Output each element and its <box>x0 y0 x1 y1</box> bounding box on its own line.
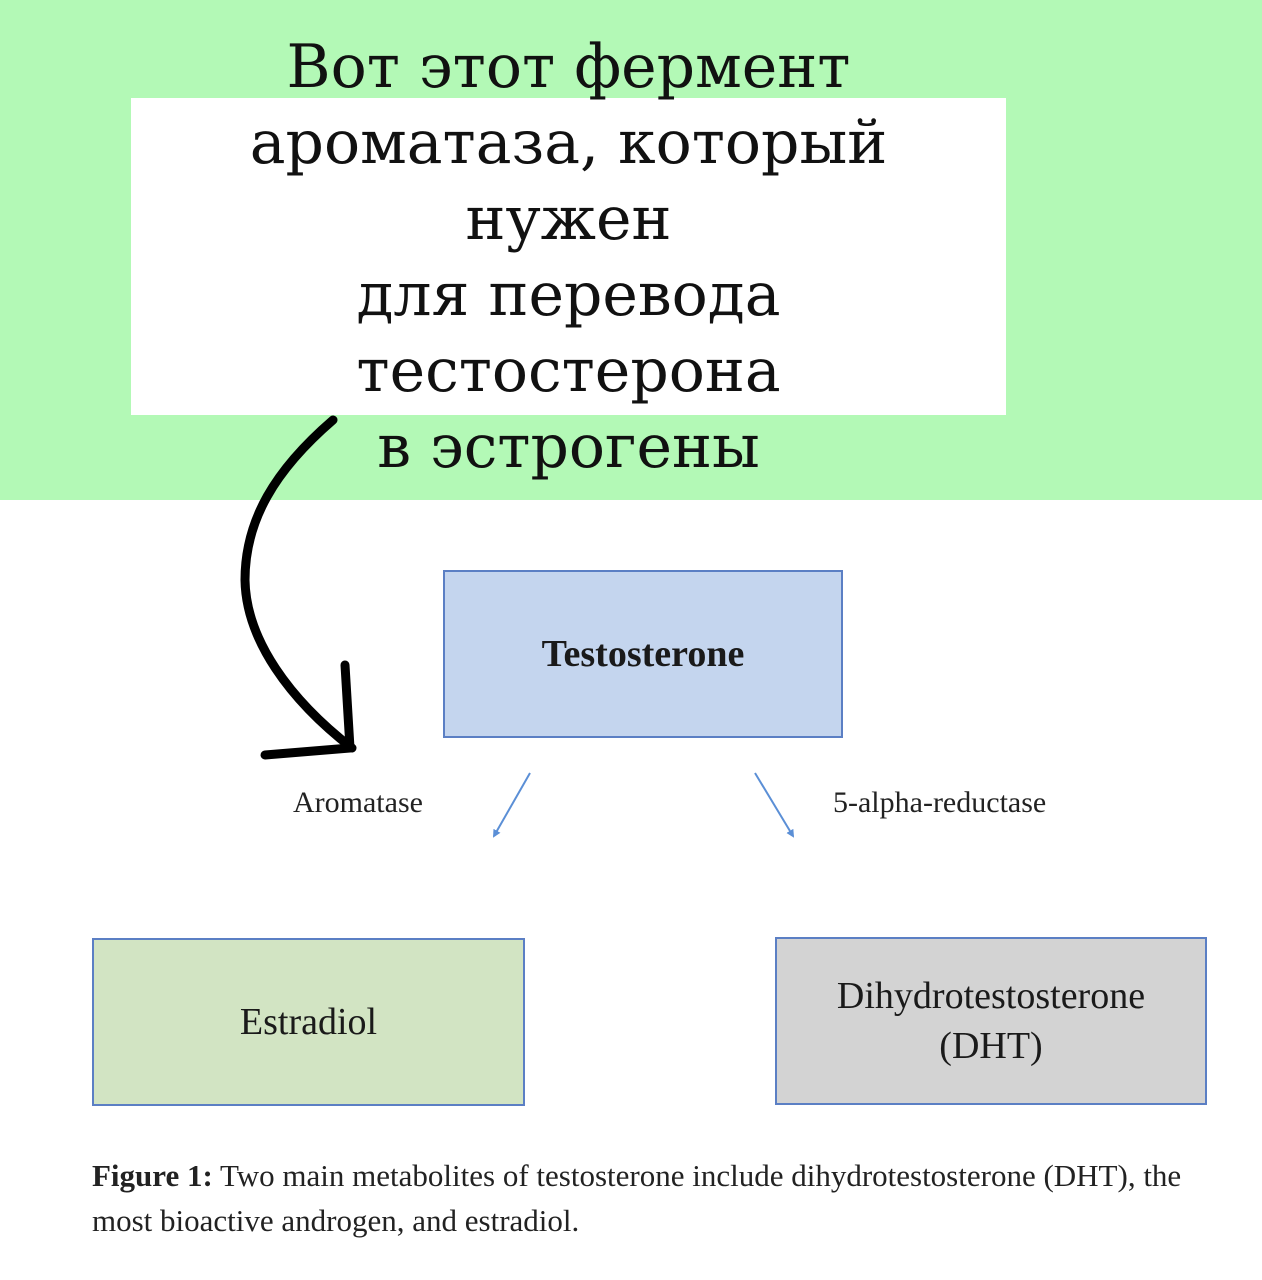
dht-label-line-1: Dihydrotestosterone <box>836 975 1146 1017</box>
dht-node: Dihydrotestosterone (DHT) <box>775 937 1207 1105</box>
figure-caption-text: Two main metabolites of testosterone inc… <box>92 1158 1182 1238</box>
figure-caption-label: Figure 1: <box>92 1158 213 1193</box>
callout-line-2: ароматаза, который нужен <box>249 107 888 254</box>
estradiol-label: Estradiol <box>239 1001 378 1043</box>
callout-line-1: Вот этот фермент <box>286 31 851 102</box>
arrow-to-dht <box>754 772 795 838</box>
callout-line-4: в эстрогены <box>377 411 760 482</box>
arrow-to-estradiol <box>493 772 531 838</box>
dht-label-line-2: (DHT) <box>939 1025 1043 1067</box>
testosterone-node: Testosterone <box>443 570 843 738</box>
figure-caption: Figure 1: Two main metabolites of testos… <box>92 1153 1192 1243</box>
estradiol-node: Estradiol <box>92 938 525 1106</box>
testosterone-label: Testosterone <box>541 633 745 675</box>
callout-line-3: для перевода тестостерона <box>356 259 781 406</box>
callout-text: Вот этот фермент ароматаза, который нуже… <box>149 29 989 485</box>
reductase-label: 5-alpha-reductase <box>833 786 1047 819</box>
aromatase-label: Aromatase <box>293 786 423 819</box>
callout-box: Вот этот фермент ароматаза, который нуже… <box>131 32 1006 482</box>
hand-drawn-arrow-icon <box>240 415 357 760</box>
